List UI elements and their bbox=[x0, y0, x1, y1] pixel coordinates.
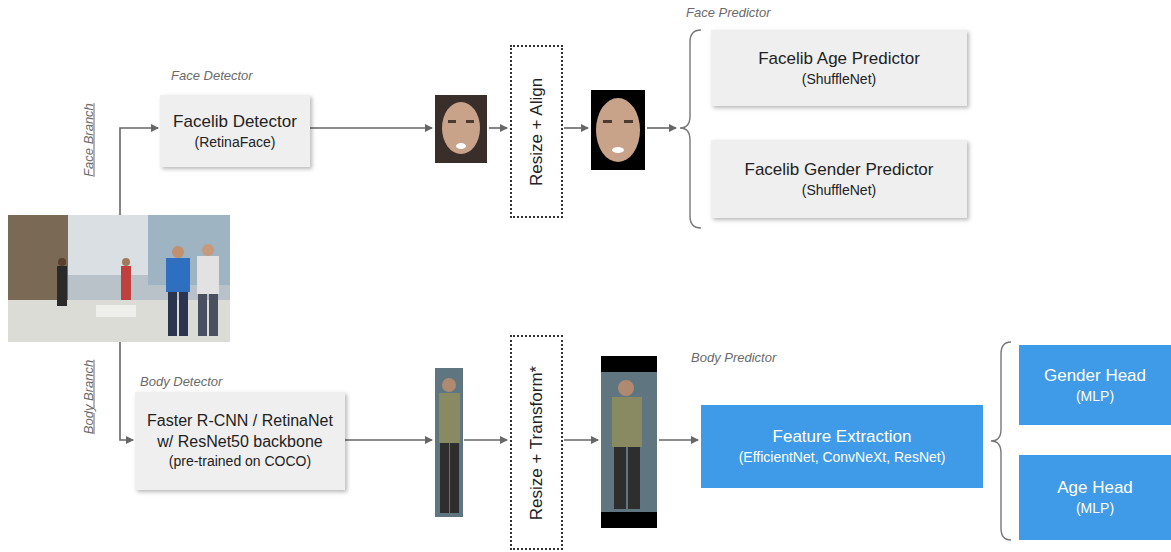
box-subtitle: (MLP) bbox=[1076, 499, 1114, 518]
box-title: Gender Head bbox=[1044, 365, 1146, 387]
face bbox=[596, 98, 640, 162]
predictor-box: Facelib Age Predictor(ShuffleNet) bbox=[711, 30, 967, 106]
braces bbox=[680, 30, 1011, 540]
flow-arrow bbox=[464, 439, 507, 441]
crop-ground bbox=[435, 368, 463, 517]
section-label: Face Predictor bbox=[686, 5, 771, 20]
flow-arrow bbox=[310, 127, 432, 129]
branch-arrow bbox=[120, 128, 158, 215]
section-label: Body Predictor bbox=[691, 350, 776, 365]
shirt bbox=[612, 397, 642, 447]
trousers bbox=[628, 447, 640, 509]
blue-shirt bbox=[166, 258, 190, 292]
detector-box: Facelib Detector(RetinaFace) bbox=[160, 95, 310, 167]
head bbox=[618, 380, 634, 396]
trousers bbox=[209, 294, 218, 336]
section-label: Face Detector bbox=[171, 68, 253, 83]
jeans bbox=[179, 292, 188, 336]
predictor-box: Facelib Gender Predictor(ShuffleNet) bbox=[711, 140, 967, 218]
box-title: Faster R-CNN / RetinaNet w/ ResNet50 bac… bbox=[143, 411, 337, 453]
box-title: Feature Extraction bbox=[773, 426, 912, 448]
shop-front bbox=[8, 215, 68, 305]
branch-arrow bbox=[120, 342, 133, 440]
mouth bbox=[456, 143, 466, 149]
transformed-body bbox=[601, 356, 657, 528]
eye bbox=[466, 120, 474, 123]
detector-box: Faster R-CNN / RetinaNet w/ ResNet50 bac… bbox=[135, 392, 345, 490]
section-label: Body Detector bbox=[140, 374, 222, 389]
flow-arrow bbox=[647, 127, 676, 129]
trousers bbox=[440, 443, 449, 513]
transform-box: Resize + Align bbox=[510, 45, 563, 218]
floor-tile bbox=[96, 305, 136, 317]
box-subtitle: (EfficientNet, ConvNeXt, ResNet) bbox=[739, 448, 946, 467]
box-subtitle: (ShuffleNet) bbox=[802, 70, 876, 89]
person-head bbox=[122, 258, 130, 266]
box-subtitle: (pre-trained on COCO) bbox=[169, 452, 311, 471]
shop-window bbox=[68, 215, 148, 275]
shirt bbox=[439, 393, 460, 443]
flow-arrow bbox=[345, 439, 432, 441]
box-title: Facelib Age Predictor bbox=[758, 48, 920, 70]
trousers bbox=[198, 294, 207, 336]
step-label: Resize + Transform* bbox=[527, 365, 547, 519]
head-box: Age Head(MLP) bbox=[1019, 455, 1171, 540]
branch-label: Face Branch bbox=[81, 103, 96, 177]
padding-bars bbox=[601, 356, 657, 528]
branch-label: Body Branch bbox=[81, 360, 96, 434]
white-shirt bbox=[197, 256, 219, 294]
box-title: Facelib Gender Predictor bbox=[745, 159, 934, 181]
photo-ground bbox=[8, 215, 230, 342]
curly-brace bbox=[680, 30, 701, 228]
floor bbox=[8, 300, 230, 342]
step-label: Resize + Align bbox=[527, 77, 547, 185]
head bbox=[442, 378, 456, 392]
box-title: Facelib Detector bbox=[173, 111, 297, 133]
crop-ground bbox=[435, 95, 487, 163]
input-photo bbox=[8, 215, 230, 342]
person-head bbox=[58, 258, 66, 266]
eye bbox=[603, 120, 612, 123]
flow-arrow bbox=[489, 127, 507, 129]
aligned-face bbox=[591, 90, 645, 170]
box-subtitle: (MLP) bbox=[1076, 387, 1114, 406]
curly-brace bbox=[991, 342, 1011, 540]
flow-arrow bbox=[564, 127, 588, 129]
box-subtitle: (RetinaFace) bbox=[195, 133, 276, 152]
body-crop bbox=[435, 368, 463, 517]
trousers bbox=[450, 443, 459, 513]
eye bbox=[624, 120, 633, 123]
person-body bbox=[57, 266, 67, 306]
mouth bbox=[612, 147, 624, 153]
eye bbox=[448, 120, 456, 123]
head-box: Gender Head(MLP) bbox=[1019, 345, 1171, 425]
jeans bbox=[168, 292, 177, 336]
person-body bbox=[121, 266, 131, 300]
transform-box: Resize + Transform* bbox=[510, 335, 563, 550]
box-title: Age Head bbox=[1057, 477, 1133, 499]
crop-ground bbox=[591, 90, 645, 170]
flow-arrow bbox=[564, 439, 598, 441]
face bbox=[442, 102, 480, 154]
person-head bbox=[202, 244, 214, 256]
face-crop bbox=[435, 95, 487, 163]
crop-ground bbox=[601, 372, 657, 512]
person-head bbox=[172, 246, 184, 258]
flow-arrow bbox=[659, 439, 698, 441]
trousers bbox=[614, 447, 626, 509]
feature-box: Feature Extraction(EfficientNet, ConvNeX… bbox=[701, 405, 983, 488]
box-subtitle: (ShuffleNet) bbox=[802, 181, 876, 200]
